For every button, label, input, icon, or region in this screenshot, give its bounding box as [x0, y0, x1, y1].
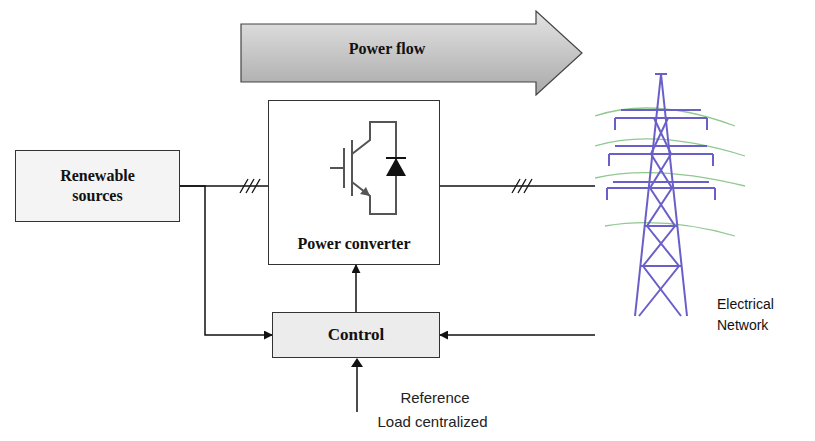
node-text: Control: [328, 324, 384, 345]
reference-label: Reference: [360, 386, 510, 410]
reference-arrow: [356, 366, 358, 412]
connector: [440, 185, 595, 187]
grid-node: Electrical Network: [595, 66, 812, 350]
node-text: Electrical Network: [717, 294, 809, 336]
node-text: Renewable sources: [43, 166, 153, 206]
control-box: Control: [272, 312, 440, 358]
connector: [355, 265, 357, 312]
node-text: Power converter: [298, 234, 411, 254]
pylon-illustration: [595, 66, 812, 350]
converter-box: Power converter: [268, 100, 440, 265]
input-label: Load centralized: [355, 410, 510, 434]
source-box: Renewable sources: [15, 150, 180, 222]
power-flow-arrow: Power flow: [240, 10, 584, 96]
igbt-symbol: [330, 122, 406, 214]
connector: [440, 334, 595, 336]
reference-arrowhead: [351, 358, 363, 367]
connector: [180, 186, 272, 335]
node-text: Power flow: [349, 39, 426, 59]
three-phase-marks: [240, 179, 532, 193]
diode-symbol: [386, 158, 406, 176]
emitter-arrow: [360, 187, 370, 196]
